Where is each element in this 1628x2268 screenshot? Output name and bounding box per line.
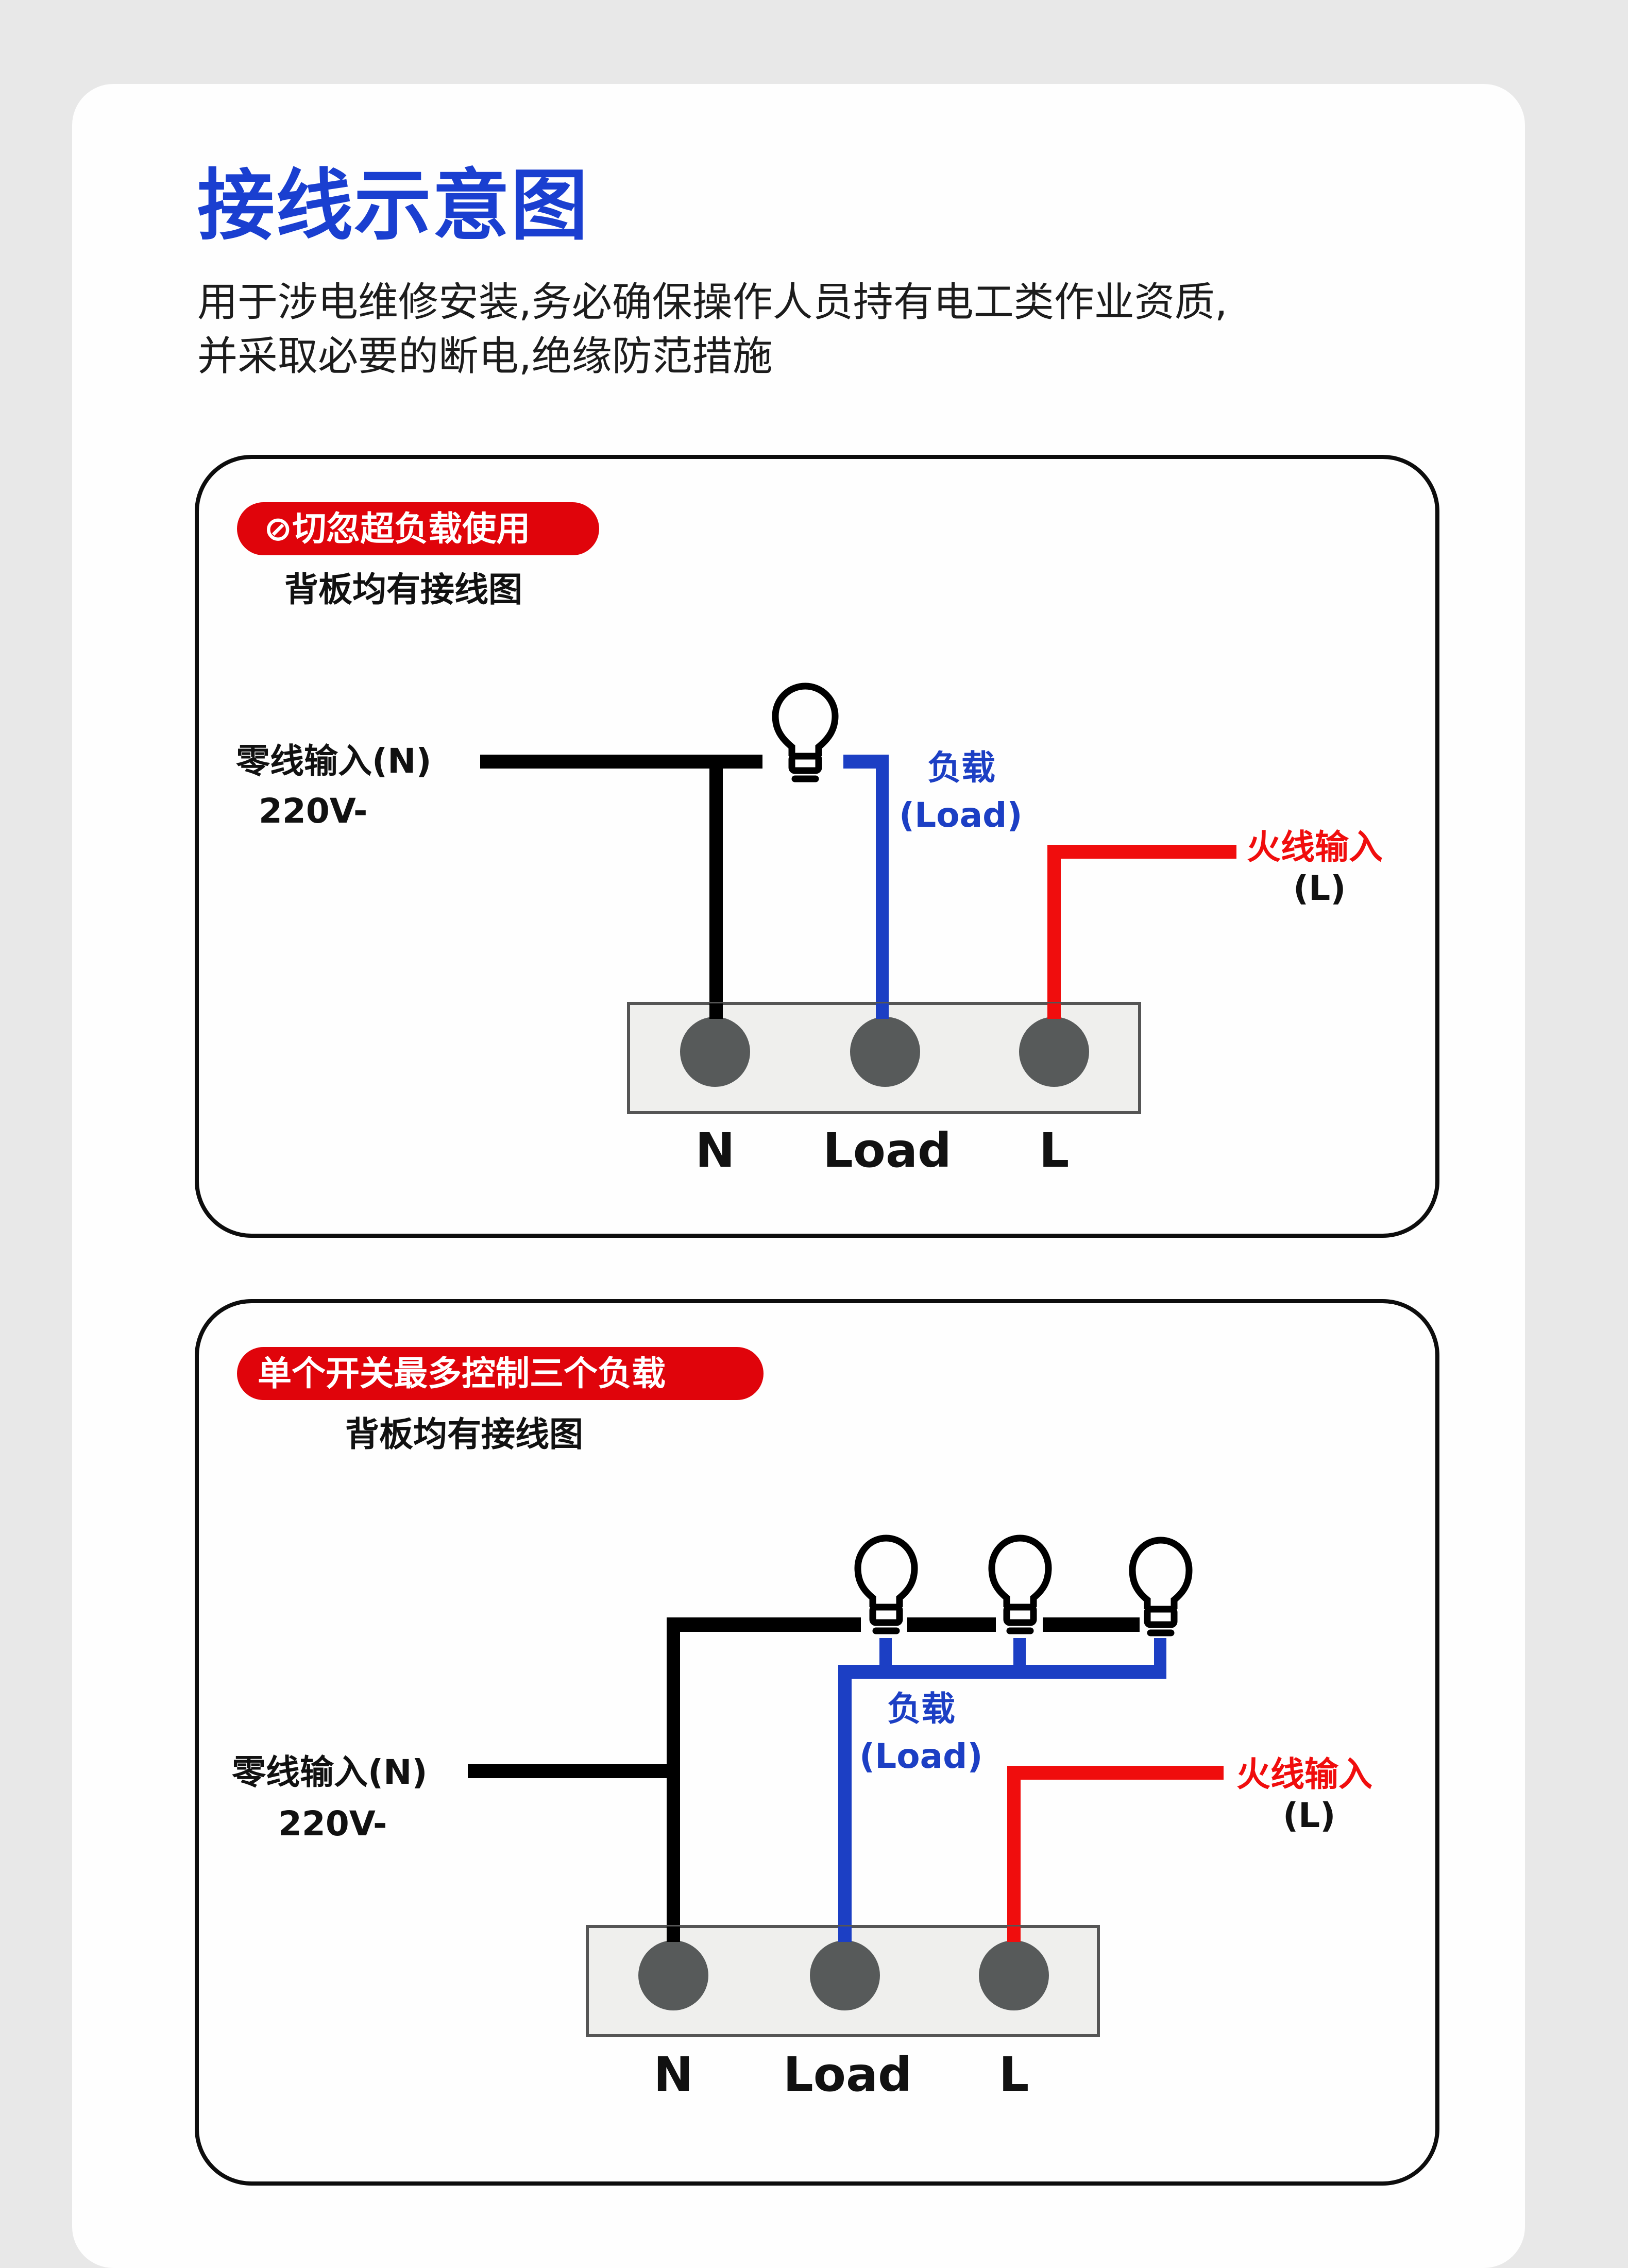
terminal-label-n: N <box>695 1123 735 1178</box>
light-bulb-icon <box>854 1534 918 1634</box>
terminal-load <box>850 1017 920 1087</box>
terminal-label-n: N <box>653 2047 693 2102</box>
badge-text: 切忽超负载使用 <box>292 509 531 549</box>
load-label: 负载 <box>887 1689 955 1729</box>
terminal-l <box>1019 1017 1089 1087</box>
load-label-en: (Load) <box>899 795 1023 835</box>
neutral-input-label: 零线输入(N) <box>236 741 432 781</box>
live-wire-vertical <box>1007 1766 1021 1943</box>
terminal-load <box>810 1940 880 2010</box>
terminal-label-l: L <box>998 2047 1029 2102</box>
load-label: 负载 <box>927 748 995 788</box>
live-input-label-en: (L) <box>1283 1796 1336 1835</box>
neutral-bus-seg-2 <box>907 1617 996 1632</box>
three-load-panel <box>195 1299 1439 2186</box>
neutral-wire-vertical <box>667 1617 680 1943</box>
load-wire-vertical <box>876 755 889 1018</box>
safety-notice-line-2: 并采取必要的断电,绝缘防范措施 <box>197 333 773 380</box>
live-wire-horizontal <box>1007 1766 1224 1780</box>
load-label-en: (Load) <box>859 1736 983 1776</box>
load-drop-1 <box>879 1638 892 1669</box>
terminal-l <box>979 1940 1049 2010</box>
terminal-n <box>680 1017 750 1087</box>
prohibited-icon: ⊘ <box>264 509 293 549</box>
live-input-label: 火线输入 <box>1247 827 1383 867</box>
panel-subheading: 背板均有接线图 <box>345 1414 583 1454</box>
panel-subheading: 背板均有接线图 <box>284 570 522 609</box>
max-load-badge: 单个开关最多控制三个负载 <box>237 1347 764 1400</box>
neutral-wire-vertical <box>709 755 723 1018</box>
terminal-label-load: Load <box>823 1123 952 1178</box>
safety-notice-line-1: 用于涉电维修安装,务必确保操作人员持有电工类作业资质, <box>197 279 1228 326</box>
neutral-wire-input <box>468 1764 674 1778</box>
load-drop-2 <box>1013 1638 1026 1669</box>
safety-notice: 用于涉电维修安装,务必确保操作人员持有电工类作业资质, 并采取必要的断电,绝缘防… <box>197 276 1228 384</box>
voltage-label: 220V- <box>259 791 368 831</box>
neutral-bus-seg-3 <box>1043 1617 1140 1632</box>
terminal-n <box>638 1940 708 2010</box>
single-load-wiring-diagram <box>468 683 1236 2037</box>
terminal-label-load: Load <box>783 2047 912 2102</box>
neutral-bus-seg-1 <box>667 1617 861 1632</box>
page-title: 接线示意图 <box>197 161 589 251</box>
neutral-input-label: 零线输入(N) <box>232 1752 428 1792</box>
terminal-label-l: L <box>1039 1123 1070 1178</box>
load-bus-horizontal <box>838 1665 1166 1679</box>
load-wire-vertical <box>838 1665 852 1943</box>
live-wire-vertical <box>1047 845 1061 1018</box>
live-input-label-en: (L) <box>1293 868 1346 908</box>
overload-warning-badge: ⊘切忽超负载使用 <box>237 502 599 555</box>
voltage-label: 220V- <box>278 1804 387 1844</box>
live-wire-horizontal <box>1047 845 1236 859</box>
live-input-label: 火线输入 <box>1236 1754 1372 1794</box>
light-bulb-icon <box>772 683 839 782</box>
light-bulb-icon <box>1129 1537 1193 1636</box>
light-bulb-icon <box>988 1534 1052 1634</box>
